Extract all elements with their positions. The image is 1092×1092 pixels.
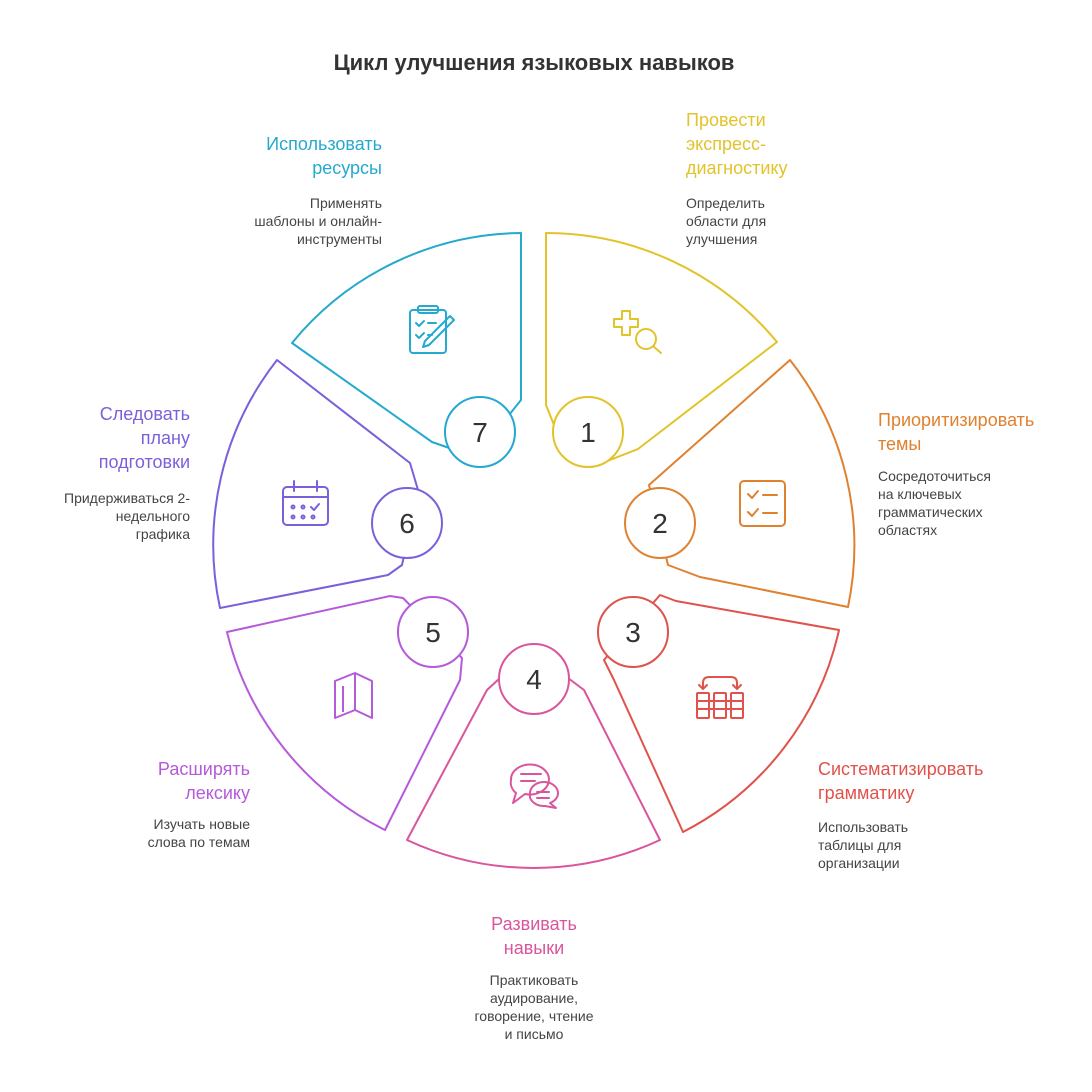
step-circle-7 [444,396,516,468]
step-3-description: Использовать таблицы для организации [818,819,909,871]
step-circle-3 [597,596,669,668]
step-1-label: Провести экспресс- диагностику [686,110,788,178]
step-6-label: Следовать плану подготовки [98,404,190,472]
sector-6 [212,359,419,609]
step-4-label: Развивать навыки [491,914,577,958]
search-plus-icon [613,310,662,354]
step-number-4: 4 [526,664,542,695]
step-5-label: Расширять лексику [157,759,250,803]
step-number-3: 3 [625,617,641,648]
step-2-label: Приоритизировать темы [878,410,1035,454]
checklist-icon [739,480,786,527]
step-circle-2 [624,487,696,559]
step-number-6: 6 [399,508,415,539]
calendar-icon [282,480,329,526]
step-4-description: Практиковать аудирование, говорение, чте… [474,972,594,1042]
sector-7 [291,232,522,451]
book-icon [334,672,373,719]
table-arrows-icon [696,676,744,719]
step-7-description: Применять шаблоны и онлайн- инструменты [254,195,382,247]
step-circle-6 [371,487,443,559]
sector-5 [226,595,463,831]
page-title: Цикл улучшения языковых навыков [333,50,735,75]
sector-1 [545,232,778,468]
sector-4 [406,677,661,869]
step-circle-4 [498,643,570,715]
step-number-2: 2 [652,508,668,539]
step-circle-5 [397,596,469,668]
step-circle-1 [552,396,624,468]
step-1-description: Определить области для улучшения [686,195,767,247]
step-6-description: Придерживаться 2- недельного графика [64,490,190,542]
sector-3 [603,594,840,833]
step-2-description: Сосредоточиться на ключевых грамматическ… [878,468,991,538]
step-5-description: Изучать новые слова по темам [147,816,250,850]
step-number-7: 7 [472,417,488,448]
step-3-label: Систематизировать грамматику [818,759,984,803]
chat-bubbles-icon [509,763,559,809]
step-number-5: 5 [425,617,441,648]
step-number-1: 1 [580,417,596,448]
clipboard-edit-icon [409,305,455,354]
step-7-label: Использовать ресурсы [266,134,382,178]
sector-2 [648,359,856,608]
